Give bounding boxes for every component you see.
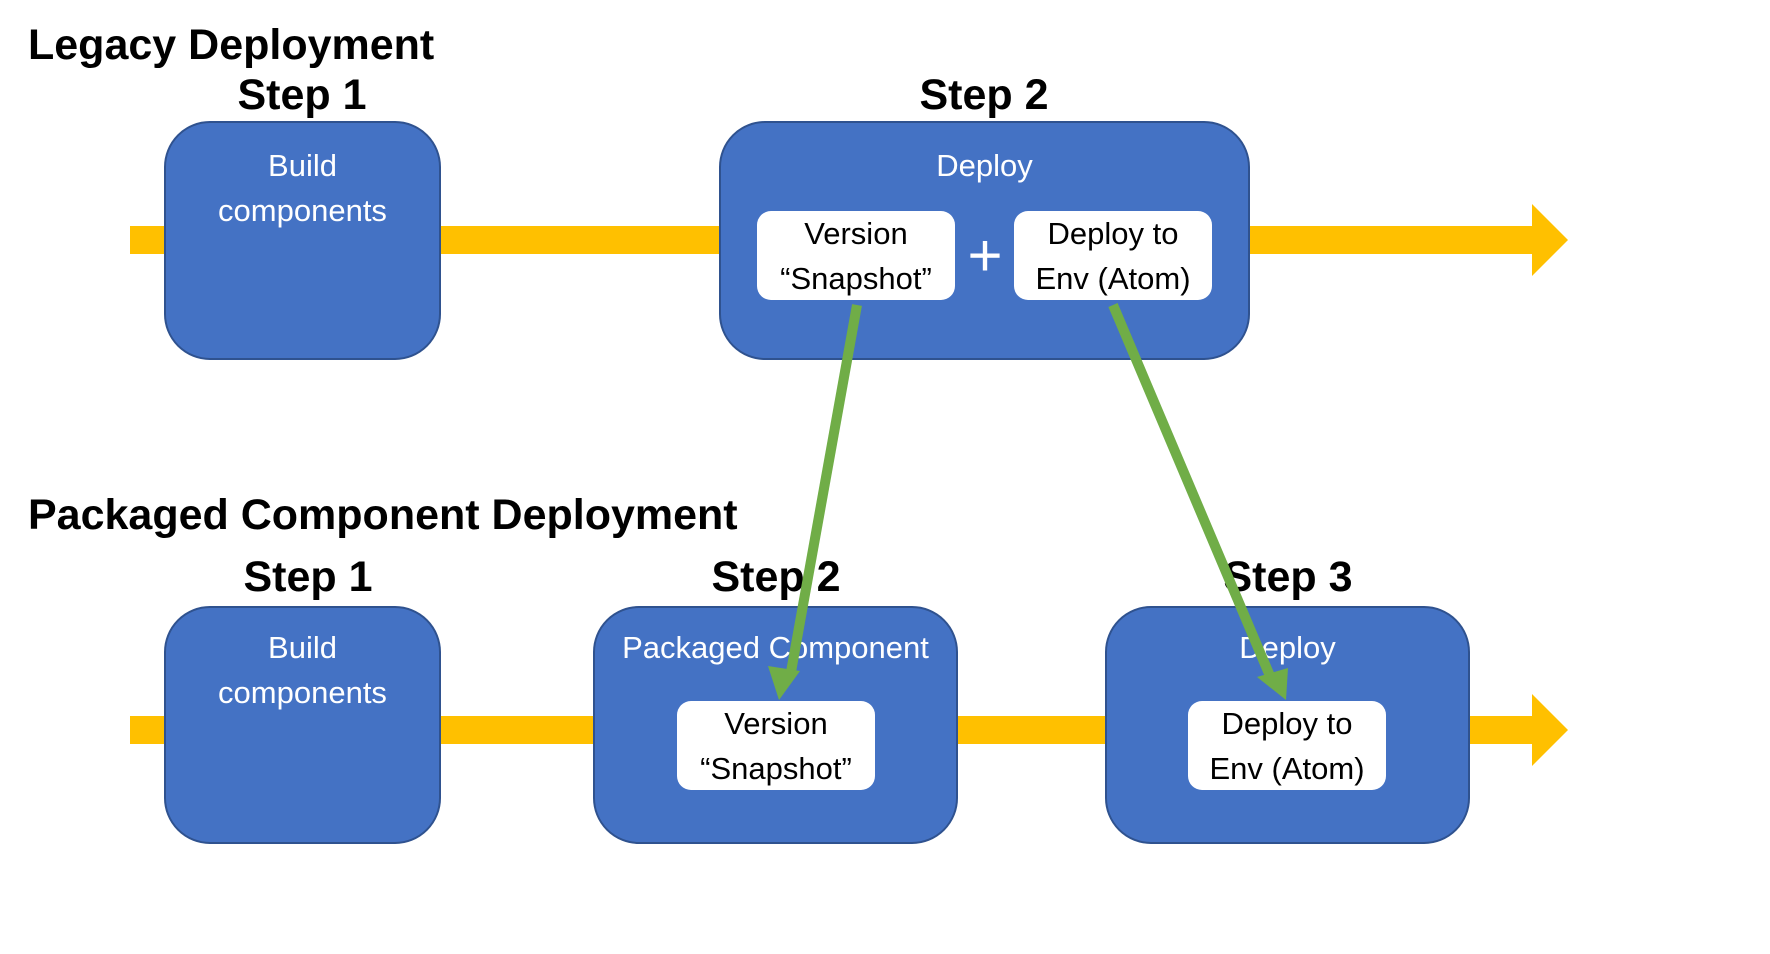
packaged-step-3-label: Step 3 (1223, 553, 1353, 601)
legacy-version-snapshot-box: Version “Snapshot” (757, 211, 955, 300)
packaged-deploy-box-title: Deploy (1239, 630, 1336, 665)
legacy-section-title: Legacy Deployment (28, 21, 435, 69)
legacy-deploy-box-title: Deploy (936, 148, 1033, 183)
packaged-build-box: Build components (164, 606, 441, 844)
packaged-section-title: Packaged Component Deployment (28, 491, 738, 539)
packaged-step-1-label: Step 1 (243, 553, 373, 601)
legacy-step-1-label: Step 1 (237, 71, 367, 119)
packaged-component-box-title: Packaged Component (622, 630, 929, 665)
packaged-step-2-label: Step 2 (711, 553, 841, 601)
legacy-deploy-env-box: Deploy to Env (Atom) (1014, 211, 1212, 300)
legacy-flow-arrowhead (1532, 204, 1568, 276)
packaged-version-snapshot-box: Version “Snapshot” (677, 701, 875, 790)
packaged-flow-arrowhead (1532, 694, 1568, 766)
legacy-step-2-label: Step 2 (919, 71, 1049, 119)
packaged-build-box-title: Build components (218, 630, 387, 710)
legacy-build-box-title: Build components (218, 148, 387, 228)
packaged-deploy-env-box: Deploy to Env (Atom) (1188, 701, 1386, 790)
plus-sign: + (967, 222, 1003, 289)
legacy-build-box: Build components (164, 121, 441, 360)
